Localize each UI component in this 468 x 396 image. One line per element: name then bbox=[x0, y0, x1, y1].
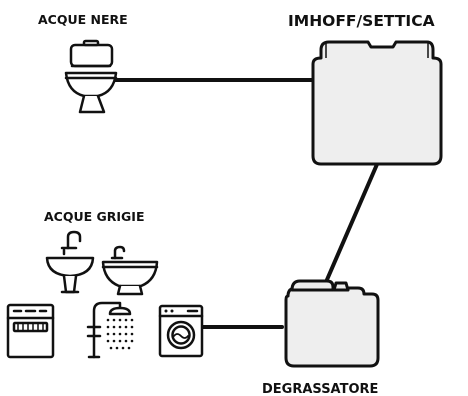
washing-machine-icon bbox=[158, 304, 204, 358]
grey-water-label: ACQUE GRIGIE bbox=[44, 209, 145, 224]
washbasin-icon bbox=[45, 230, 95, 294]
grease-trap bbox=[284, 279, 380, 368]
pipe-septic-to-grease-trap bbox=[324, 160, 380, 284]
septic-tank-label: IMHOFF/SETTICA bbox=[288, 12, 435, 30]
toilet-icon bbox=[64, 39, 118, 114]
pipes bbox=[110, 78, 380, 329]
grease-trap-label: DEGRASSATORE bbox=[262, 382, 378, 396]
septic-tank bbox=[311, 40, 443, 166]
bidet-icon bbox=[101, 245, 159, 296]
shower-icon bbox=[86, 301, 134, 359]
dishwasher-icon bbox=[6, 303, 55, 359]
black-water-label: ACQUE NERE bbox=[38, 12, 128, 27]
